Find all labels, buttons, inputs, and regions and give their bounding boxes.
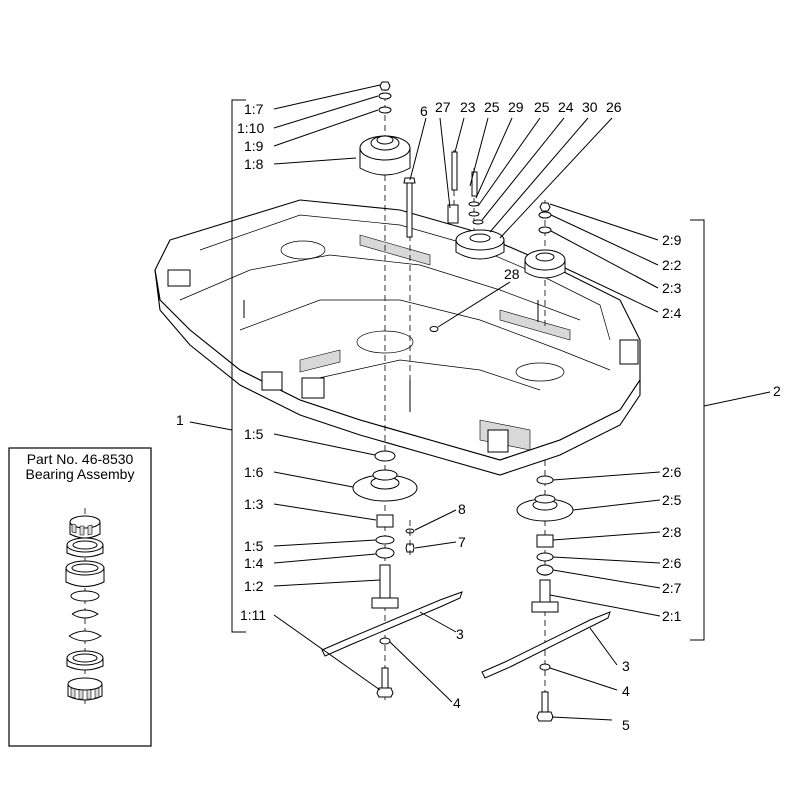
bolt-5 — [541, 691, 549, 713]
idler-pulley-26 — [455, 229, 505, 260]
label-2-9: 2:9 — [662, 232, 682, 248]
label-1-5a: 1:5 — [244, 426, 264, 442]
nut-2-9 — [539, 202, 551, 212]
label-1-5b: 1:5 — [244, 538, 264, 554]
inset-part-number: Part No. 46-8530 — [27, 451, 134, 467]
pulley-2-4 — [524, 249, 566, 279]
washer-4-left — [379, 637, 391, 645]
label-2: 2 — [773, 383, 781, 399]
bearing-1-4 — [375, 547, 395, 559]
label-25a: 25 — [484, 99, 500, 115]
inset-upper-cone — [69, 515, 101, 539]
spacer-27 — [447, 204, 459, 224]
label-29: 29 — [508, 99, 524, 115]
inset-snap-ring-lower — [68, 630, 102, 642]
label-4b: 4 — [622, 683, 630, 699]
inset-lower-cup — [66, 650, 104, 671]
washer-2-6 — [536, 475, 554, 485]
inset-assembly-name: Bearing Assemby — [26, 466, 135, 482]
label-1-9: 1:9 — [244, 138, 264, 154]
spacer-2-8 — [536, 534, 554, 548]
label-6: 6 — [420, 103, 428, 119]
inset-upper-cup — [66, 537, 104, 558]
washer-2-3 — [538, 226, 552, 234]
label-2-2: 2:2 — [662, 257, 682, 273]
inset-lower-cone — [67, 677, 103, 701]
label-1-4: 1:4 — [244, 555, 264, 571]
label-2-5: 2:5 — [662, 492, 682, 508]
label-27: 27 — [435, 99, 451, 115]
blade-left — [321, 591, 463, 657]
spindle-shaft-1-2 — [379, 564, 391, 604]
bolt-6 — [406, 181, 413, 238]
label-1-10: 1:10 — [237, 120, 264, 136]
label-30: 30 — [582, 99, 598, 115]
housing-1-6 — [352, 469, 418, 502]
blade-right — [481, 611, 611, 679]
inset-ring — [70, 590, 100, 602]
label-5: 5 — [622, 717, 630, 733]
label-1-11: 1:11 — [240, 607, 266, 623]
label-23: 23 — [460, 99, 476, 115]
label-1-8: 1:8 — [244, 156, 264, 172]
washer-1-10 — [378, 92, 392, 100]
label-3a: 3 — [456, 626, 464, 642]
label-7: 7 — [458, 534, 466, 550]
left-spindle-stack — [321, 81, 463, 700]
leader-lines — [273, 84, 661, 721]
washer-24 — [472, 219, 484, 225]
label-1: 1 — [176, 412, 184, 428]
bearing-assembly-inset: Part No. 46-8530 Bearing Assemby — [8, 447, 152, 747]
label-8: 8 — [458, 501, 466, 517]
label-1-7: 1:7 — [244, 101, 264, 117]
label-2-4: 2:4 — [662, 305, 682, 321]
label-2-1: 2:1 — [662, 608, 682, 624]
bearing-2-7 — [536, 564, 554, 576]
washer-1-5-lower — [375, 535, 395, 545]
label-1-6: 1:6 — [244, 464, 264, 480]
washer-2-2 — [538, 211, 552, 219]
washer-4-right — [539, 663, 551, 671]
label-2-7: 2:7 — [662, 580, 682, 596]
inset-snap-ring — [71, 609, 99, 619]
assembly-brackets — [189, 99, 771, 641]
washer-1-5 — [374, 450, 396, 462]
nut-7 — [405, 543, 415, 553]
right-spindle-stack — [481, 200, 611, 722]
label-2-6b: 2:6 — [662, 555, 682, 571]
callout-labels: 1:7 1:10 1:9 1:8 6 27 23 25 29 25 24 30 … — [176, 99, 781, 733]
label-2-8: 2:8 — [662, 524, 682, 540]
label-26: 26 — [606, 99, 622, 115]
pulley-1-8 — [359, 135, 411, 176]
label-1-2: 1:2 — [244, 578, 264, 594]
label-2-6a: 2:6 — [662, 464, 682, 480]
label-1-3: 1:3 — [244, 496, 264, 512]
bolt-28 — [429, 326, 439, 332]
washer-1-9 — [378, 106, 392, 114]
label-25b: 25 — [534, 99, 550, 115]
label-28: 28 — [504, 266, 520, 282]
idler-hardware — [403, 150, 505, 555]
inset-sleeve — [65, 560, 105, 587]
label-24: 24 — [558, 99, 574, 115]
nut-1-7 — [379, 81, 391, 91]
label-3b: 3 — [622, 658, 630, 674]
mower-deck — [154, 199, 641, 476]
bolt-1-11 — [381, 667, 389, 689]
label-2-3: 2:3 — [662, 280, 682, 296]
washer-2-6-lower — [536, 552, 554, 562]
spacer-1-3 — [376, 514, 394, 528]
housing-2-5 — [516, 494, 574, 522]
bolt-25-29 — [471, 171, 478, 197]
bolt-23 — [451, 151, 458, 191]
label-4a: 4 — [453, 695, 461, 711]
